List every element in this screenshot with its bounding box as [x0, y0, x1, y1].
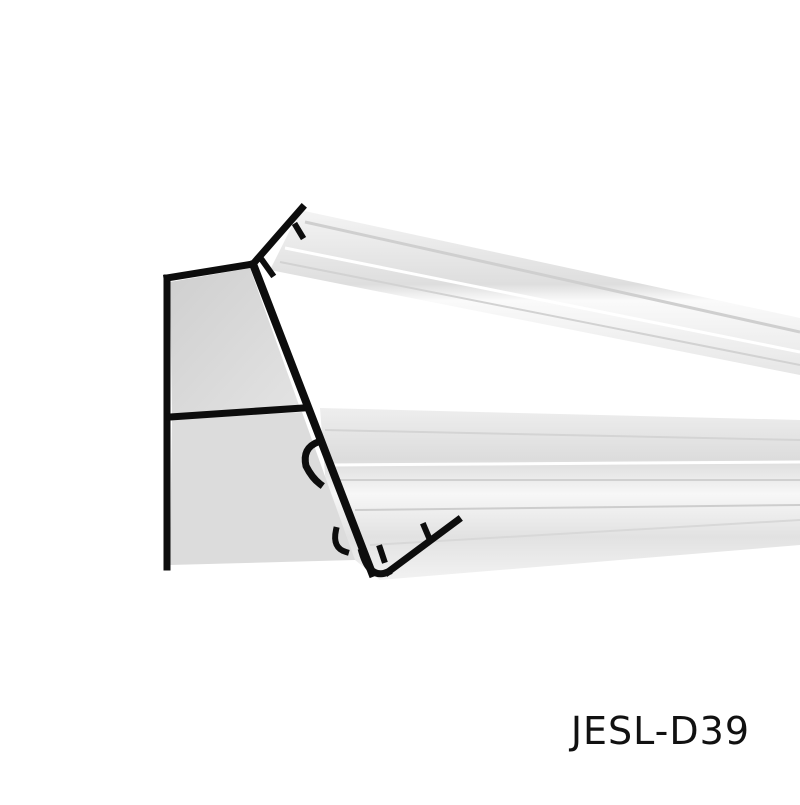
lower-rail — [320, 408, 800, 580]
profile-cross-section — [162, 203, 463, 579]
model-number-label: JESL-D39 — [570, 709, 750, 753]
upper-rail — [270, 210, 800, 375]
